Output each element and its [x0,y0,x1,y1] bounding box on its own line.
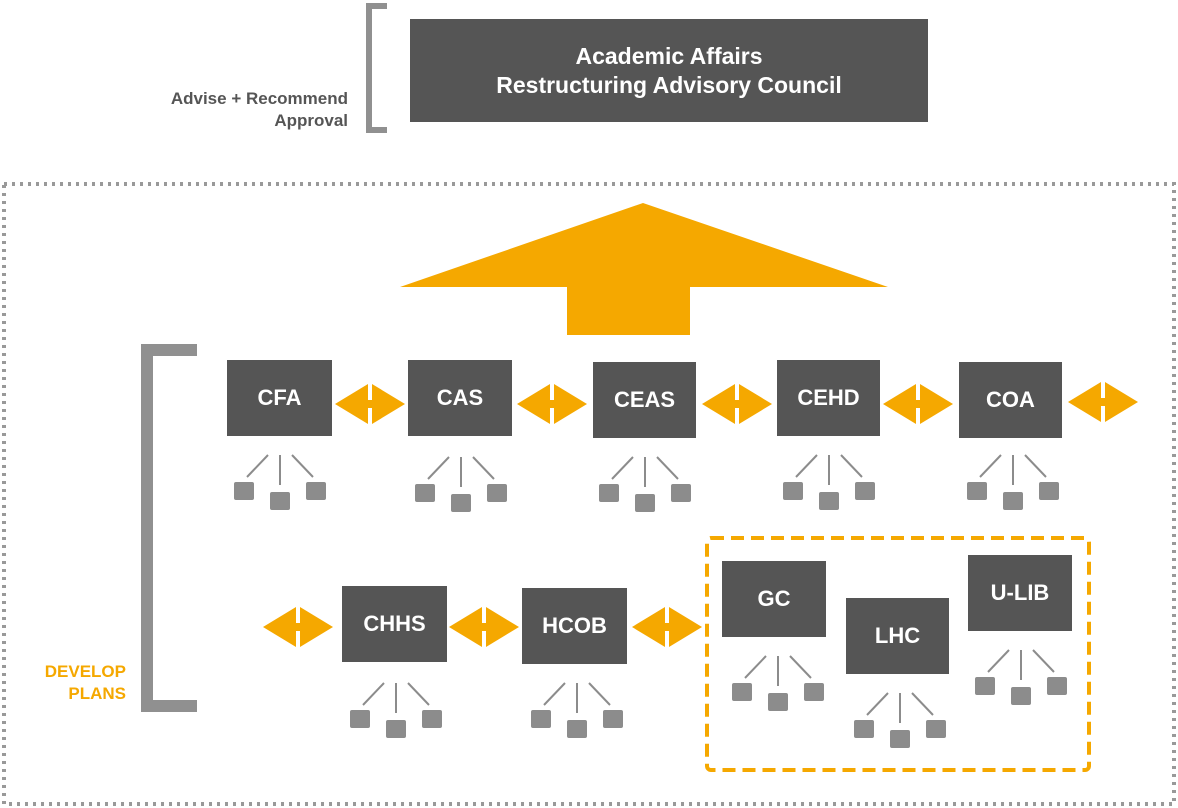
develop-label-line1: DEVELOP [44,662,126,681]
unit-box-u-lib: U-LIB [968,555,1072,631]
unit-box-cehd: CEHD [777,360,880,436]
bidirectional-arrow-icon [335,384,405,424]
upward-arrow-icon [400,203,888,335]
develop-plans-label: DEVELOP PLANS [0,661,126,705]
bidirectional-arrow-icon [449,607,519,647]
unit-box-gc: GC [722,561,826,637]
unit-box-chhs: CHHS [342,586,447,662]
bidirectional-arrow-icon [263,607,333,647]
sub-unit-tree-icon [350,682,442,738]
bidirectional-arrow-icon [702,384,772,424]
advise-label-line1: Advise + Recommend [170,89,348,108]
sub-unit-tree-icon [531,682,623,738]
sub-unit-tree-icon [783,454,875,510]
advise-recommend-label: Advise + Recommend Approval [90,88,348,132]
bidirectional-arrow-icon [1068,382,1138,422]
unit-box-lhc: LHC [846,598,949,674]
sub-unit-tree-icon [732,655,824,711]
sub-unit-tree-icon [975,649,1067,705]
develop-plans-boundary [2,182,1176,806]
sub-unit-tree-icon [415,456,507,512]
sub-unit-tree-icon [234,454,326,510]
advisory-council-box: Academic Affairs Restructuring Advisory … [410,19,928,122]
sub-unit-tree-icon [599,456,691,512]
unit-box-ceas: CEAS [593,362,696,438]
council-bracket [366,3,387,133]
sub-unit-tree-icon [967,454,1059,510]
council-title-line1: Academic Affairs [575,42,763,69]
develop-label-line2: PLANS [68,684,126,704]
bidirectional-arrow-icon [632,607,702,647]
develop-plans-bracket [141,344,197,712]
unit-box-hcob: HCOB [522,588,627,664]
connector-arrows [263,382,1138,647]
unit-box-cfa: CFA [227,360,332,436]
bidirectional-arrow-icon [883,384,953,424]
advise-label-line2: Approval [274,111,348,131]
unit-box-coa: COA [959,362,1062,438]
unit-box-cas: CAS [408,360,512,436]
bidirectional-arrow-icon [517,384,587,424]
sub-unit-tree-icon [854,692,946,748]
council-title-line2: Restructuring Advisory Council [496,71,842,98]
sub-unit-trees [234,454,1067,748]
support-units-group [705,536,1091,772]
